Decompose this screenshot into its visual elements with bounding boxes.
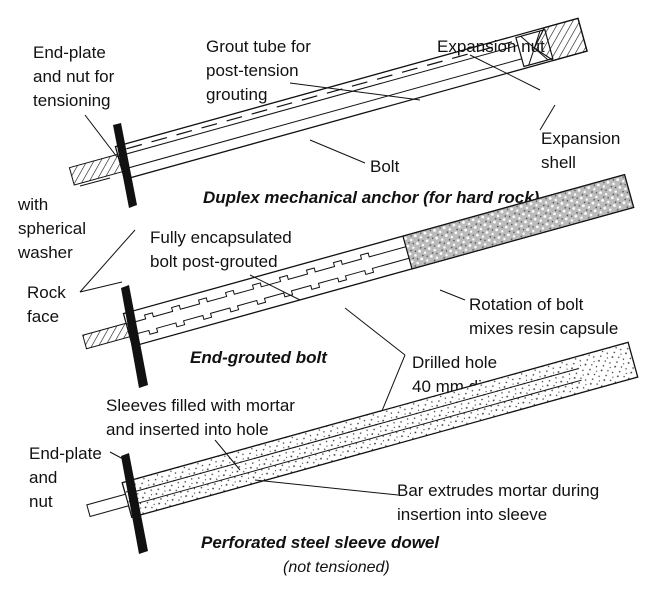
rotation-label-1: Rotation of bolt	[469, 295, 584, 314]
end-grouted-bolt: Fully encapsulated bolt post-grouted Rot…	[27, 173, 635, 441]
leader-expansion-nut	[469, 54, 541, 91]
end-plate-label-2: and nut for	[33, 67, 115, 86]
leader-bar-extrudes	[254, 479, 399, 496]
end-plate-label-1: End-plate	[33, 43, 106, 62]
encapsulated-label-2: bolt post-grouted	[150, 252, 278, 271]
rock-face-label-2: face	[27, 307, 59, 326]
perforated-steel-sleeve-dowel: Sleeves filled with mortar and inserted …	[29, 341, 639, 576]
anchor1-caption: Duplex mechanical anchor (for hard rock)	[203, 188, 540, 207]
anchor2-end-plate	[121, 285, 148, 388]
anchor2-caption: End-grouted bolt	[190, 348, 328, 367]
sleeves-label-2: and inserted into hole	[106, 420, 269, 439]
leader-anchor3-end-plate	[109, 451, 126, 461]
anchor1-end-plate	[113, 123, 137, 208]
leader-rock-face-1	[79, 229, 136, 293]
expansion-shell-label-1: Expansion	[541, 129, 620, 148]
washer-label-3: washer	[17, 243, 73, 262]
end-plate-label-3: tensioning	[33, 91, 111, 110]
anchor3-caption: Perforated steel sleeve dowel	[201, 533, 440, 552]
bolt-label: Bolt	[370, 157, 400, 176]
anchor1-bolt-body	[68, 17, 588, 186]
expansion-nut-label: Expansion nut	[437, 37, 545, 56]
duplex-mechanical-anchor: End-plate and nut for tensioning Grout t…	[17, 17, 620, 262]
leader-encapsulated	[249, 274, 301, 301]
rock-face-label-1: Rock	[27, 283, 66, 302]
drilled-hole-label-1: Drilled hole	[412, 353, 497, 372]
leader-end-plate	[84, 114, 118, 158]
bar-extrudes-label-2: insertion into sleeve	[397, 505, 547, 524]
leader-washer	[79, 177, 111, 187]
anchor3-end-plate	[121, 453, 148, 554]
bar-extrudes-label-1: Bar extrudes mortar during	[397, 481, 599, 500]
washer-label-2: spherical	[18, 219, 86, 238]
washer-label-1: with	[17, 195, 48, 214]
anchor1-threaded-end	[68, 153, 124, 186]
anchor2-bolt-body	[82, 173, 635, 350]
grout-tube-label-2: post-tension	[206, 61, 299, 80]
anchor2-threaded-end	[82, 322, 131, 350]
grout-tube-label-3: grouting	[206, 85, 267, 104]
leader-grout-tube	[289, 82, 421, 101]
leader-sleeves	[214, 439, 241, 471]
anchor3-bar-end	[86, 493, 130, 518]
encapsulated-label-1: Fully encapsulated	[150, 228, 292, 247]
leader-bolt	[309, 139, 366, 164]
anchor3-end-plate-label-2: and	[29, 468, 57, 487]
leader-drilled-hole	[344, 307, 406, 356]
anchor3-end-plate-label-3: nut	[29, 492, 53, 511]
rotation-label-2: mixes resin capsule	[469, 319, 618, 338]
leader-expansion-shell	[539, 104, 556, 131]
sleeves-label-1: Sleeves filled with mortar	[106, 396, 295, 415]
anchor3-sleeve-body	[86, 341, 639, 519]
leader-rock-face-2	[79, 281, 123, 293]
anchor3-subcaption: (not tensioned)	[283, 559, 390, 576]
expansion-shell	[533, 17, 588, 62]
grout-tube-label-1: Grout tube for	[206, 37, 311, 56]
leader-rotation	[439, 289, 466, 301]
expansion-shell-label-2: shell	[541, 153, 576, 172]
ribbed-bolt	[126, 246, 410, 337]
resin-capsule	[402, 173, 635, 270]
anchor3-end-plate-label-1: End-plate	[29, 444, 102, 463]
